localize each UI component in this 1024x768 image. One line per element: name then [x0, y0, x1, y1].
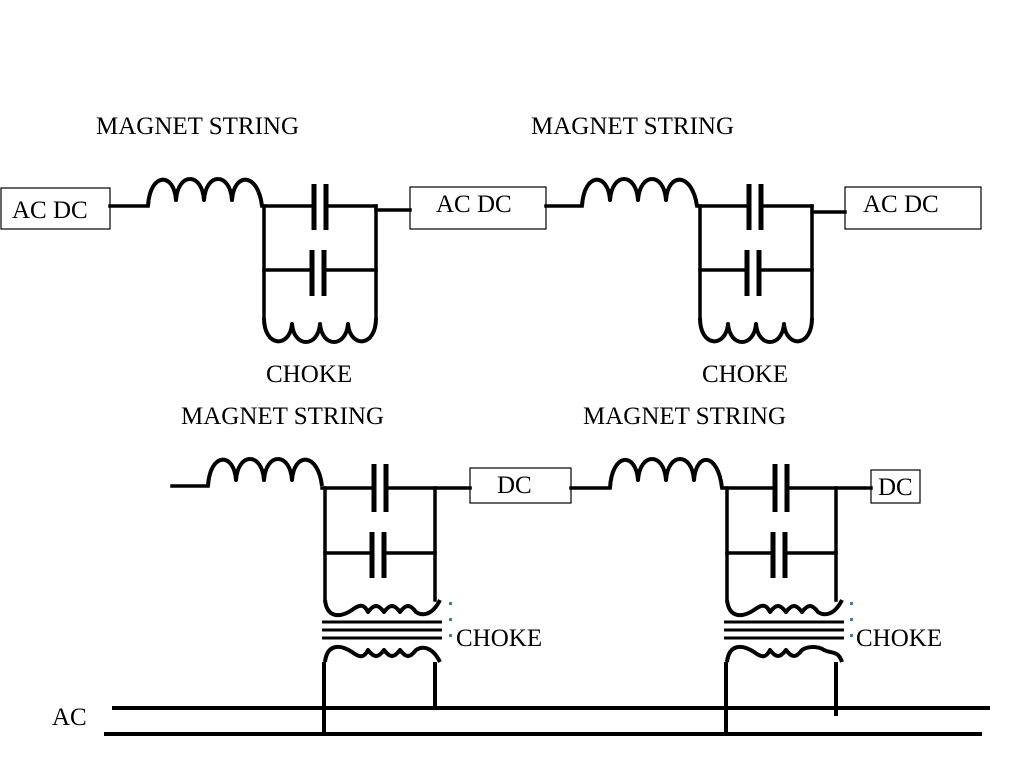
magnet-string-label-bottom-left: MAGNET STRING — [181, 403, 384, 430]
ac-dc-label-middle: AC DC — [436, 191, 512, 218]
choke-label-bottom-left: CHOKE — [456, 625, 542, 652]
ac-bus — [104, 706, 990, 736]
ac-label: AC — [52, 704, 87, 731]
ac-dc-box-right: AC DC — [844, 186, 982, 230]
magnet-string-inductor — [608, 457, 724, 489]
dc-box-left: DC — [469, 467, 572, 504]
ac-dc-label-left: AC DC — [12, 197, 88, 224]
choke-coil — [698, 317, 814, 344]
dc-label-right: DC — [878, 474, 913, 501]
choke-label-bottom-right: CHOKE — [856, 625, 942, 652]
magnet-string-inductor — [146, 177, 264, 207]
magnet-string-inductor — [206, 457, 324, 487]
filter-section-bottom-left — [170, 457, 472, 734]
ac-dc-box-left: AC DC — [0, 187, 111, 230]
choke-label-top-right: CHOKE — [702, 361, 788, 388]
dc-box-right: DC — [870, 469, 921, 504]
magnet-string-label-bottom-right: MAGNET STRING — [583, 403, 786, 430]
filter-section-top-left — [108, 177, 412, 344]
filter-section-top-right — [544, 177, 847, 344]
choke-transformer — [322, 599, 442, 663]
choke-transformer — [724, 599, 844, 663]
ac-dc-box-middle: AC DC — [409, 186, 547, 230]
dc-label-left: DC — [497, 472, 532, 499]
magnet-string-label-top-right: MAGNET STRING — [531, 113, 734, 140]
choke-label-top-left: CHOKE — [266, 361, 352, 388]
filter-section-bottom-right — [569, 457, 873, 734]
choke-coil — [262, 317, 378, 344]
ac-dc-label-right: AC DC — [863, 191, 939, 218]
magnet-string-label-top-left: MAGNET STRING — [96, 113, 299, 140]
magnet-string-inductor — [580, 177, 699, 207]
